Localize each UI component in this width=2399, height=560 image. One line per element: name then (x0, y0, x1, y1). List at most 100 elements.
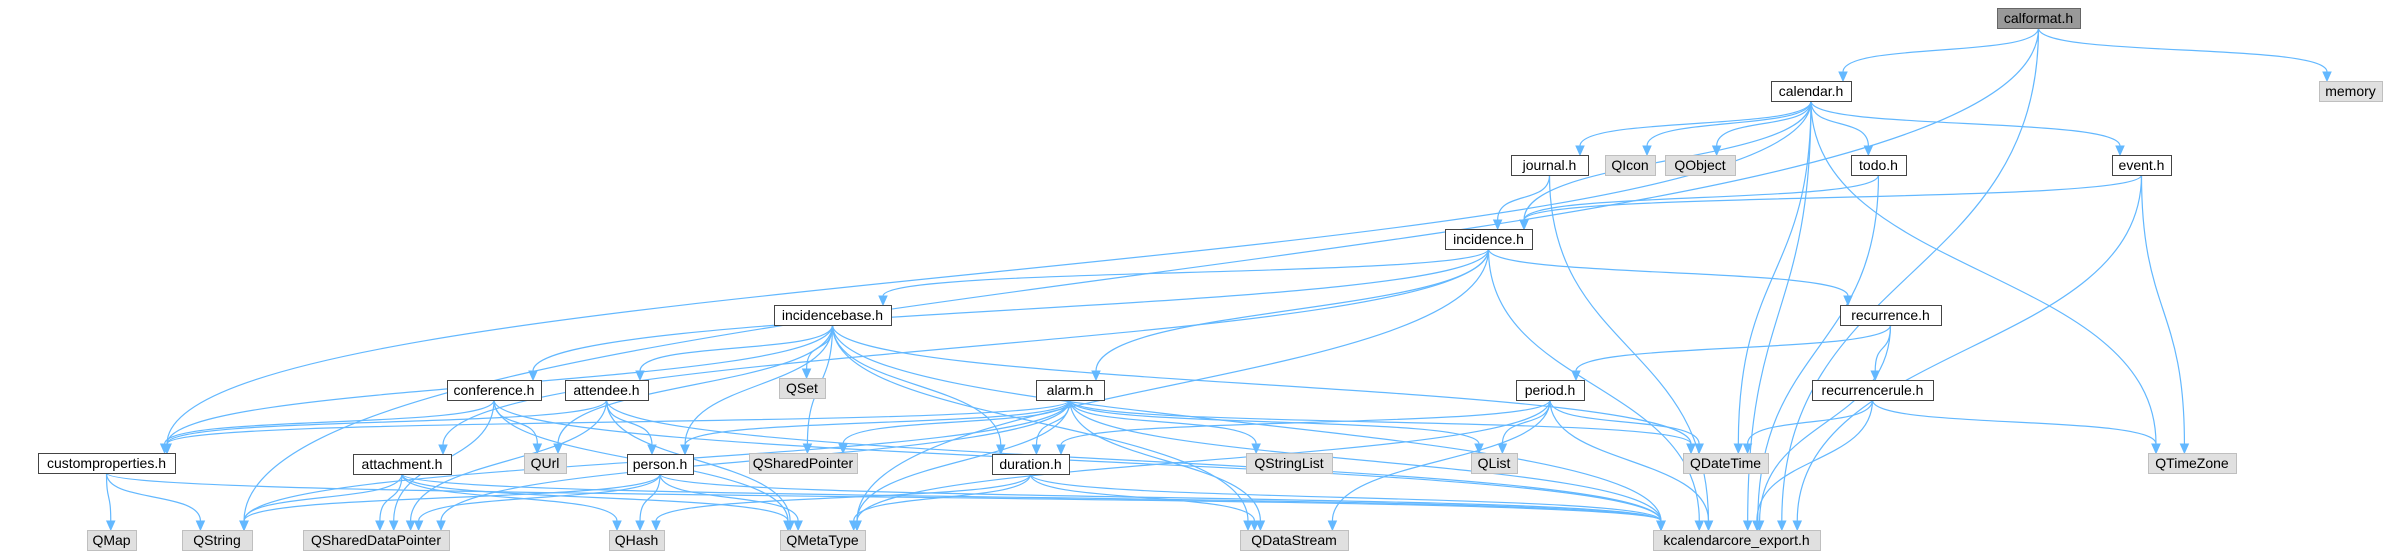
edge-arrowhead (2115, 145, 2125, 157)
node-box (182, 530, 253, 551)
edge-line (1029, 473, 1662, 522)
edge-duration-to-qdatastream (1029, 473, 1260, 532)
node-label: person.h (633, 456, 687, 472)
edge-line (1501, 399, 1551, 445)
node-recurrence[interactable]: recurrence.h (1840, 305, 1942, 326)
node-customproperties[interactable]: customproperties.h (38, 453, 176, 474)
node-label: memory (2325, 83, 2376, 99)
edge-line (1842, 27, 2040, 73)
edge-line (1646, 100, 1812, 147)
node-conference[interactable]: conference.h (447, 380, 542, 401)
edge-line (1069, 399, 1480, 445)
edge-line (1810, 100, 1869, 147)
node-label: calformat.h (2004, 10, 2073, 26)
edge-line (401, 473, 789, 522)
edge-line (1069, 399, 1662, 522)
edge-calendar-to-event (1810, 100, 2125, 157)
edge-incidencebase-to-duration (831, 324, 1006, 456)
edge-line (1746, 399, 1874, 445)
edge-period-to-qdatastream (1327, 399, 1551, 532)
node-box (774, 305, 892, 326)
node-qdatastream[interactable]: QDataStream (1240, 530, 1349, 551)
edge-arrowhead (635, 370, 645, 382)
node-person[interactable]: person.h (627, 454, 694, 475)
node-qlist[interactable]: QList (1471, 453, 1518, 474)
node-qshareddatapointer[interactable]: QSharedDataPointer (303, 530, 450, 551)
edge-alarm-to-customproperties (162, 399, 1071, 455)
node-calformat[interactable]: calformat.h (1997, 8, 2081, 29)
node-qobject[interactable]: QObject (1665, 155, 1736, 176)
edge-attachment-to-qshareddatapointer (375, 473, 403, 532)
edge-arrowhead (878, 295, 888, 307)
edge-person-to-qshareddatapointer (413, 473, 661, 532)
edge-incidencebase-to-qdatastream (831, 324, 1253, 532)
node-attendee[interactable]: attendee.h (565, 380, 649, 401)
edge-arrowhead (1843, 295, 1853, 307)
edge-line (1331, 399, 1551, 522)
edge-arrowhead (1249, 520, 1260, 532)
edge-arrowhead (1656, 520, 1666, 532)
node-event[interactable]: event.h (2112, 155, 2172, 176)
node-label: QMetaType (786, 532, 859, 548)
node-box (627, 454, 694, 475)
edge-arrowhead (1031, 444, 1042, 456)
node-label: QMap (92, 532, 130, 548)
node-box (1653, 530, 1821, 551)
node-qstringlist[interactable]: QStringList (1246, 453, 1333, 474)
node-memory[interactable]: memory (2319, 81, 2383, 102)
node-calendar[interactable]: calendar.h (1771, 81, 1852, 102)
node-attachment[interactable]: attachment.h (353, 454, 452, 475)
edge-arrowhead (1792, 520, 1803, 532)
node-label: attachment.h (362, 456, 443, 472)
node-qsharedpointer[interactable]: QSharedPointer (749, 453, 858, 474)
node-box (1851, 155, 1907, 176)
edge-alarm-to-person (680, 399, 1071, 456)
edge-calendar-to-qdatetime (1733, 100, 1812, 455)
edge-arrowhead (1742, 520, 1753, 532)
edge-line (243, 27, 2040, 522)
node-box (1516, 380, 1585, 401)
node-incidence[interactable]: incidence.h (1445, 229, 1533, 250)
node-qset[interactable]: QSet (779, 378, 826, 399)
node-qurl[interactable]: QUrl (524, 453, 567, 474)
edge-incidence-to-recurrence (1487, 248, 1853, 307)
edge-line (882, 248, 1490, 297)
node-box (779, 378, 826, 399)
edge-line (2037, 27, 2328, 73)
node-journal[interactable]: journal.h (1511, 155, 1589, 176)
edge-line (532, 248, 1490, 372)
node-incidencebase[interactable]: incidencebase.h (774, 305, 892, 326)
edge-arrowhead (635, 520, 645, 532)
edge-arrowhead (436, 520, 446, 532)
edge-line (639, 473, 661, 522)
node-period[interactable]: period.h (1516, 380, 1585, 401)
node-recurrencerule[interactable]: recurrencerule.h (1812, 380, 1934, 401)
node-todo[interactable]: todo.h (1851, 155, 1907, 176)
edge-line (1549, 399, 1700, 445)
edge-incidence-to-conference (528, 248, 1490, 382)
edge-attachment-to-qmetatype (401, 473, 793, 532)
node-qstring[interactable]: QString (182, 530, 253, 551)
edge-customproperties-to-qmap (105, 472, 116, 532)
node-qmap[interactable]: QMap (87, 530, 137, 551)
node-alarm[interactable]: alarm.h (1036, 380, 1105, 401)
node-qicon[interactable]: QIcon (1605, 155, 1656, 176)
edge-event-to-kcalendarcore_export (1792, 174, 2143, 532)
edge-arrowhead (1863, 145, 1874, 157)
edge-arrowhead (1694, 520, 1705, 532)
edge-calformat-to-memory (2037, 27, 2332, 83)
node-qdatetime[interactable]: QDateTime (1683, 453, 1769, 474)
edge-period-to-duration (1056, 399, 1551, 456)
edge-line (243, 473, 661, 522)
edge-arrowhead (651, 520, 661, 532)
node-box (447, 380, 542, 401)
edge-alarm-to-qstringlist (1069, 399, 1261, 455)
node-qmetatype[interactable]: QMetaType (780, 530, 866, 551)
edge-arrowhead (1056, 444, 1066, 456)
node-qtimezone[interactable]: QTimeZone (2148, 453, 2237, 474)
node-duration[interactable]: duration.h (992, 454, 1070, 475)
node-qhash[interactable]: QHash (609, 530, 665, 551)
edge-line (105, 472, 1662, 522)
node-kcalendarcore-export[interactable]: kcalendarcore_export.h (1653, 530, 1821, 551)
edge-arrowhead (793, 520, 803, 532)
